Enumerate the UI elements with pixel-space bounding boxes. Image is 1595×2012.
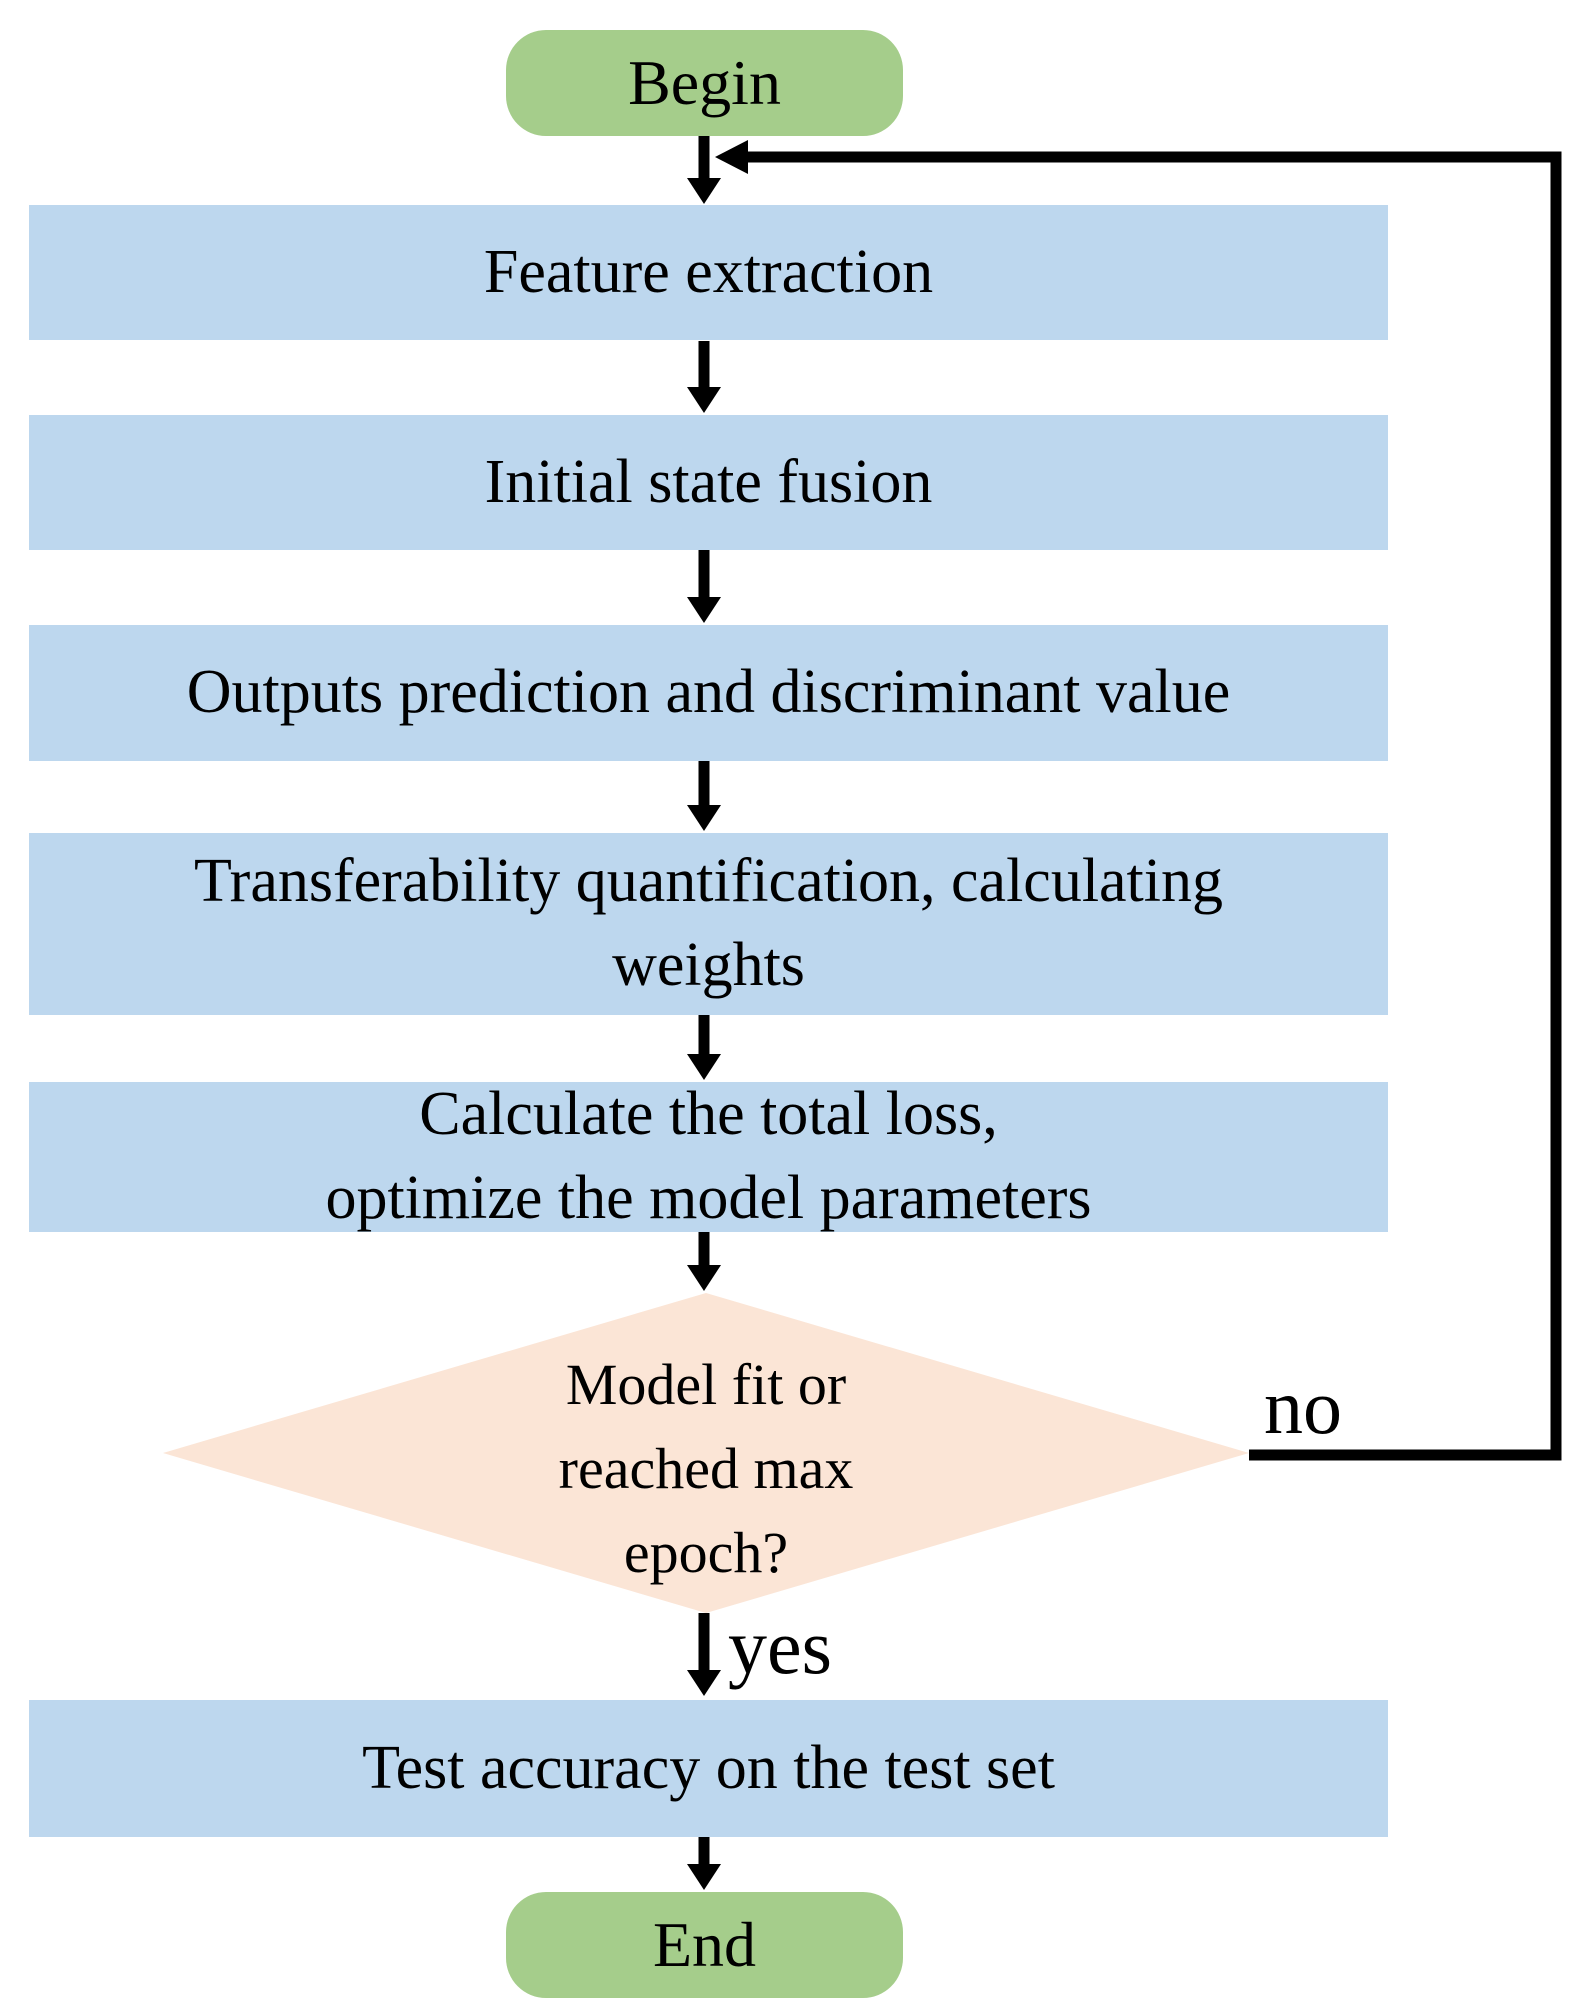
arrow-decision-to-test-yes: [687, 1613, 721, 1696]
process-label-line-1: Calculate the total loss,: [419, 1080, 998, 1149]
process-label: Initial state fusion: [484, 447, 933, 516]
process-box-transferability-quantification: Transferability quantification, calculat…: [29, 833, 1388, 1015]
decision-text: Model fit or reached max epoch?: [406, 1343, 1006, 1595]
process-label-line-2: weights: [612, 931, 805, 999]
begin-terminal: Begin: [506, 30, 903, 136]
end-terminal: End: [506, 1892, 903, 1998]
arrow-outputs-to-transferability: [687, 761, 721, 831]
decision-label-line-3: epoch?: [623, 1520, 789, 1585]
end-label: End: [652, 1909, 757, 1980]
process-label: Test accuracy on the test set: [362, 1733, 1055, 1802]
decision-label-line-2: reached max: [558, 1436, 854, 1501]
process-box-total-loss-optimization: Calculate the total loss, optimize the m…: [29, 1080, 1388, 1232]
process-box-initial-state-fusion: Initial state fusion: [29, 415, 1388, 550]
arrow-transferability-to-loss: [687, 1015, 721, 1080]
process-box-outputs-prediction: Outputs prediction and discriminant valu…: [29, 625, 1388, 761]
decision-label-line-1: Model fit or: [565, 1352, 847, 1417]
branch-label-yes: yes: [728, 1603, 832, 1690]
process-box-feature-extraction: Feature extraction: [29, 205, 1388, 340]
begin-label: Begin: [628, 47, 781, 118]
arrow-feature-to-fusion: [687, 341, 721, 413]
process-label-line-2: optimize the model parameters: [325, 1164, 1092, 1232]
arrow-begin-to-feature: [687, 136, 721, 204]
loop-no-connector: [715, 140, 1562, 1461]
process-box-test-accuracy: Test accuracy on the test set: [29, 1700, 1388, 1837]
branch-label-no: no: [1264, 1363, 1342, 1450]
process-label: Feature extraction: [483, 237, 934, 306]
arrow-loss-to-decision: [687, 1232, 721, 1291]
arrow-test-to-end: [687, 1837, 721, 1890]
arrow-fusion-to-outputs: [687, 550, 721, 623]
process-label-line-1: Transferability quantification, calculat…: [193, 847, 1224, 916]
process-label: Outputs prediction and discriminant valu…: [186, 658, 1231, 727]
loop-arrowhead-left-icon: [715, 140, 748, 174]
